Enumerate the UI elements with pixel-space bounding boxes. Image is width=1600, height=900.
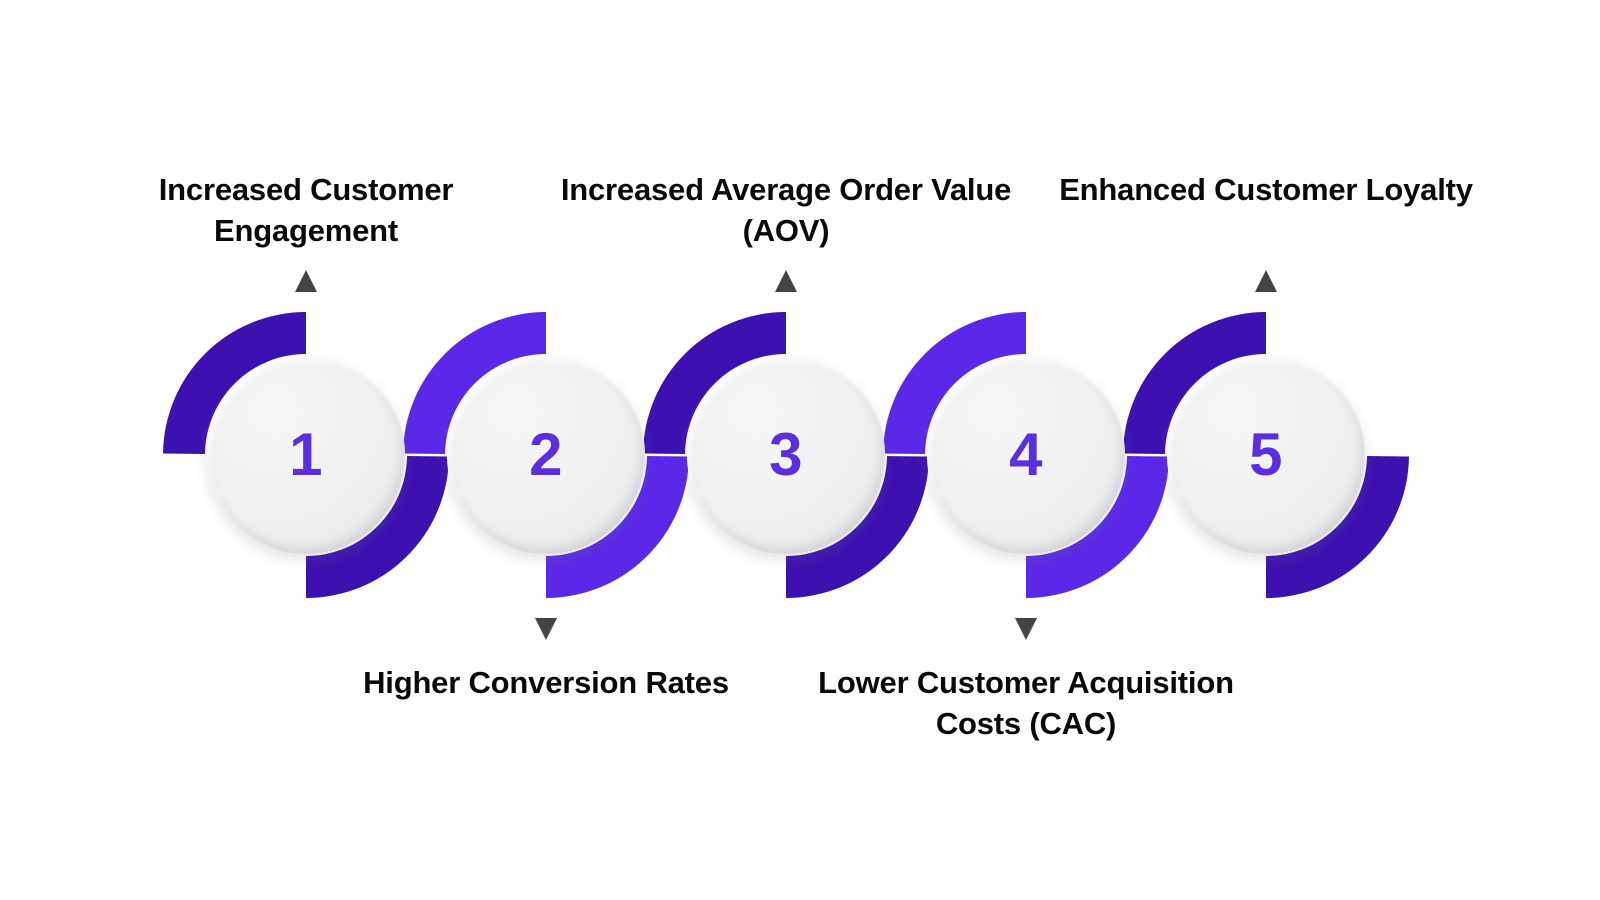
marker-down-step-2 <box>535 618 557 640</box>
step-circle-1[interactable]: 1 <box>207 356 405 554</box>
step-number-1: 1 <box>289 421 323 488</box>
step-label-5: Enhanced Customer Loyalty <box>1059 172 1473 207</box>
step-label-4: Lower Customer Acquisition Costs (CAC) <box>818 665 1234 741</box>
step-circle-2[interactable]: 2 <box>447 356 645 554</box>
step-number-2: 2 <box>529 421 563 488</box>
step-number-4: 4 <box>1009 421 1043 488</box>
step-circle-5[interactable]: 5 <box>1167 356 1365 554</box>
marker-up-step-1 <box>295 270 317 292</box>
step-label-2: Higher Conversion Rates <box>363 665 729 700</box>
marker-up-step-5 <box>1255 270 1277 292</box>
step-circle-4[interactable]: 4 <box>927 356 1125 554</box>
step-circle-3[interactable]: 3 <box>687 356 885 554</box>
step-label-1: Increased Customer Engagement <box>158 172 454 248</box>
marker-up-step-3 <box>775 270 797 292</box>
step-label-3: Increased Average Order Value (AOV) <box>560 172 1012 248</box>
step-number-3: 3 <box>769 421 803 488</box>
step-number-5: 5 <box>1249 421 1283 488</box>
marker-down-step-4 <box>1015 618 1037 640</box>
